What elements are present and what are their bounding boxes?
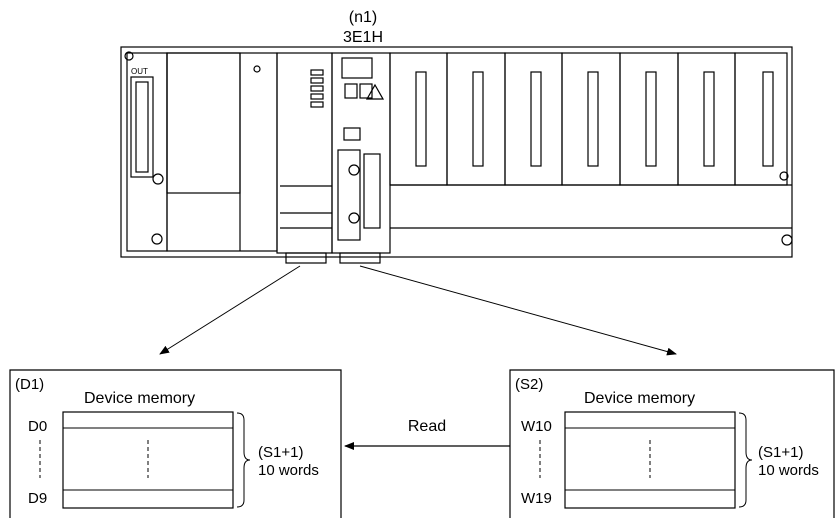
cpu-module bbox=[166, 52, 278, 252]
io-slots bbox=[389, 52, 788, 186]
right-title: Device memory bbox=[584, 390, 695, 407]
arrow-to-right-box bbox=[359, 265, 677, 356]
module-model-label: 3E1H bbox=[343, 29, 383, 46]
right-size-operand: (S1+1) bbox=[758, 444, 803, 461]
right-device-memory-box: (S2) Device memory W10 W19 (S1+1) 10 wor… bbox=[509, 369, 835, 518]
right-size-value: 10 words bbox=[758, 462, 819, 479]
left-device-memory-box: (D1) Device memory D0 D9 (S1+1) 10 words bbox=[9, 369, 342, 518]
out-port-label: OUT bbox=[131, 67, 148, 76]
right-operand-label: (S2) bbox=[515, 376, 543, 393]
left-size-operand: (S1+1) bbox=[258, 444, 303, 461]
cpu-led-module bbox=[276, 52, 333, 254]
arrow-to-left-box bbox=[159, 265, 301, 355]
right-first-device: W10 bbox=[521, 418, 552, 435]
network-number-label: (n1) bbox=[349, 9, 377, 26]
left-first-device: D0 bbox=[28, 418, 47, 435]
network-module-3e1h bbox=[331, 52, 391, 254]
left-size-value: 10 words bbox=[258, 462, 319, 479]
plc-rack bbox=[120, 46, 793, 264]
left-title: Device memory bbox=[84, 390, 195, 407]
left-operand-label: (D1) bbox=[15, 376, 44, 393]
read-label: Read bbox=[408, 418, 446, 435]
left-last-device: D9 bbox=[28, 490, 47, 507]
right-last-device: W19 bbox=[521, 490, 552, 507]
